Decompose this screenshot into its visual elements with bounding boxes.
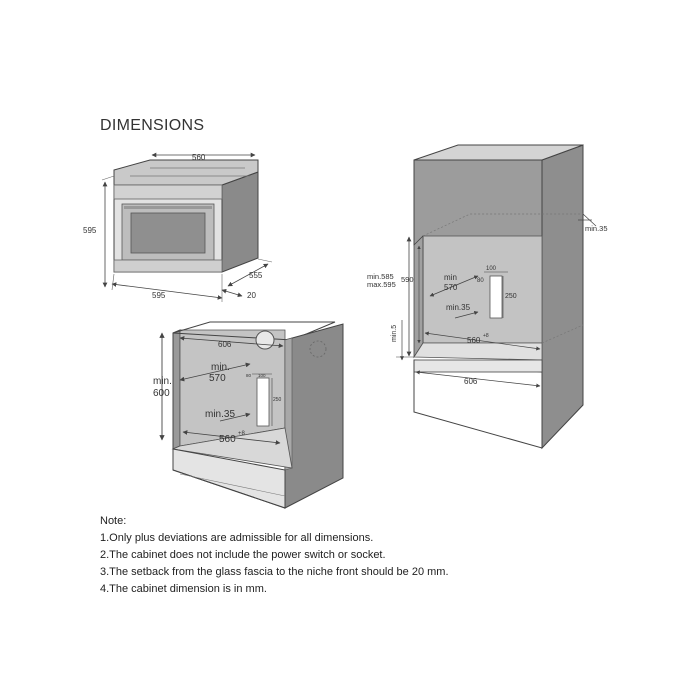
uc-height-label-2: 600 <box>153 388 170 399</box>
tc-niche-back <box>422 235 543 344</box>
oven-base-width-label: 595 <box>152 291 166 300</box>
tc-niche-width: 560 <box>467 336 481 345</box>
uc-width-label: 606 <box>218 340 232 349</box>
notes-heading: Note: <box>100 515 127 527</box>
tc-right-side-panel <box>541 144 584 450</box>
tc-height-b: max.595 <box>367 280 396 289</box>
oven-width-label: 560 <box>192 153 206 162</box>
tc-upper-box-front <box>413 159 543 246</box>
uc-niche-width: 560 <box>219 434 236 445</box>
uc-left-panel <box>172 329 181 450</box>
tc-socket-w1: 100 <box>486 266 497 272</box>
tc-top-gap-label: min.35 <box>585 224 608 233</box>
uc-socket-w1: 80 <box>246 373 252 378</box>
tc-niche-left-wall <box>413 235 424 359</box>
tc-niche-floor <box>413 342 543 361</box>
page-title: DIMENSIONS <box>100 117 205 134</box>
uc-vent-label: min.35 <box>205 409 235 420</box>
uc-depth-label-2: 570 <box>209 373 226 384</box>
tc-upper-box-top <box>413 144 584 161</box>
oven-side-face <box>221 171 259 273</box>
oven-bottom-skirt <box>113 259 223 273</box>
under-counter-cabinet-drawing: 80 100 250 606 min. 600 min. 570 min.35 … <box>153 321 344 509</box>
oven-height-label: 595 <box>83 226 97 235</box>
oven-handle <box>124 206 212 209</box>
tc-vent-label: min.35 <box>446 303 471 312</box>
tc-lower-plinth <box>413 359 543 373</box>
uc-socket-cutout <box>256 377 270 427</box>
tc-socket-h: 250 <box>505 293 517 300</box>
tc-depth-label-2: 570 <box>444 283 458 292</box>
note-item-3: 3.The setback from the glass fascia to t… <box>100 566 449 578</box>
oven-depth-label: 555 <box>249 271 263 280</box>
tc-niche-tol: +8 <box>483 333 489 339</box>
tall-cabinet-drawing: 100 80 250 min.585 max.595 590 min 570 m… <box>367 144 608 450</box>
uc-socket-h: 250 <box>273 397 282 403</box>
note-item-1: 1.Only plus deviations are admissible fo… <box>100 532 374 544</box>
tc-lower-panel <box>413 359 543 449</box>
uc-right-panel <box>284 323 344 509</box>
uc-niche-tol: +8 <box>238 431 246 437</box>
tc-depth-label-1: min <box>444 273 457 282</box>
oven-control-strip <box>113 184 223 200</box>
oven-door-window <box>130 212 206 254</box>
oven-fascia-label: 20 <box>247 291 256 300</box>
notes-section: Note: 1.Only plus deviations are admissi… <box>100 513 449 598</box>
oven-drawing: 560 595 595 555 20 <box>83 152 273 302</box>
note-item-4: 4.The cabinet dimension is in mm. <box>100 583 267 595</box>
uc-socket-w2: 100 <box>258 373 266 378</box>
tc-height-a: min.585 <box>367 272 394 281</box>
tc-socket-cutout <box>489 275 503 319</box>
tc-height-c: 590 <box>401 275 414 284</box>
uc-height-label-1: min. <box>153 376 172 387</box>
uc-vent-hole <box>255 330 275 350</box>
note-item-2: 2.The cabinet does not include the power… <box>100 549 386 561</box>
tc-bottom-gap-label: min.5 <box>391 325 398 342</box>
tc-socket-w2: 80 <box>477 278 484 284</box>
uc-depth-label-1: min. <box>211 362 230 373</box>
tc-width-label: 606 <box>464 377 478 386</box>
